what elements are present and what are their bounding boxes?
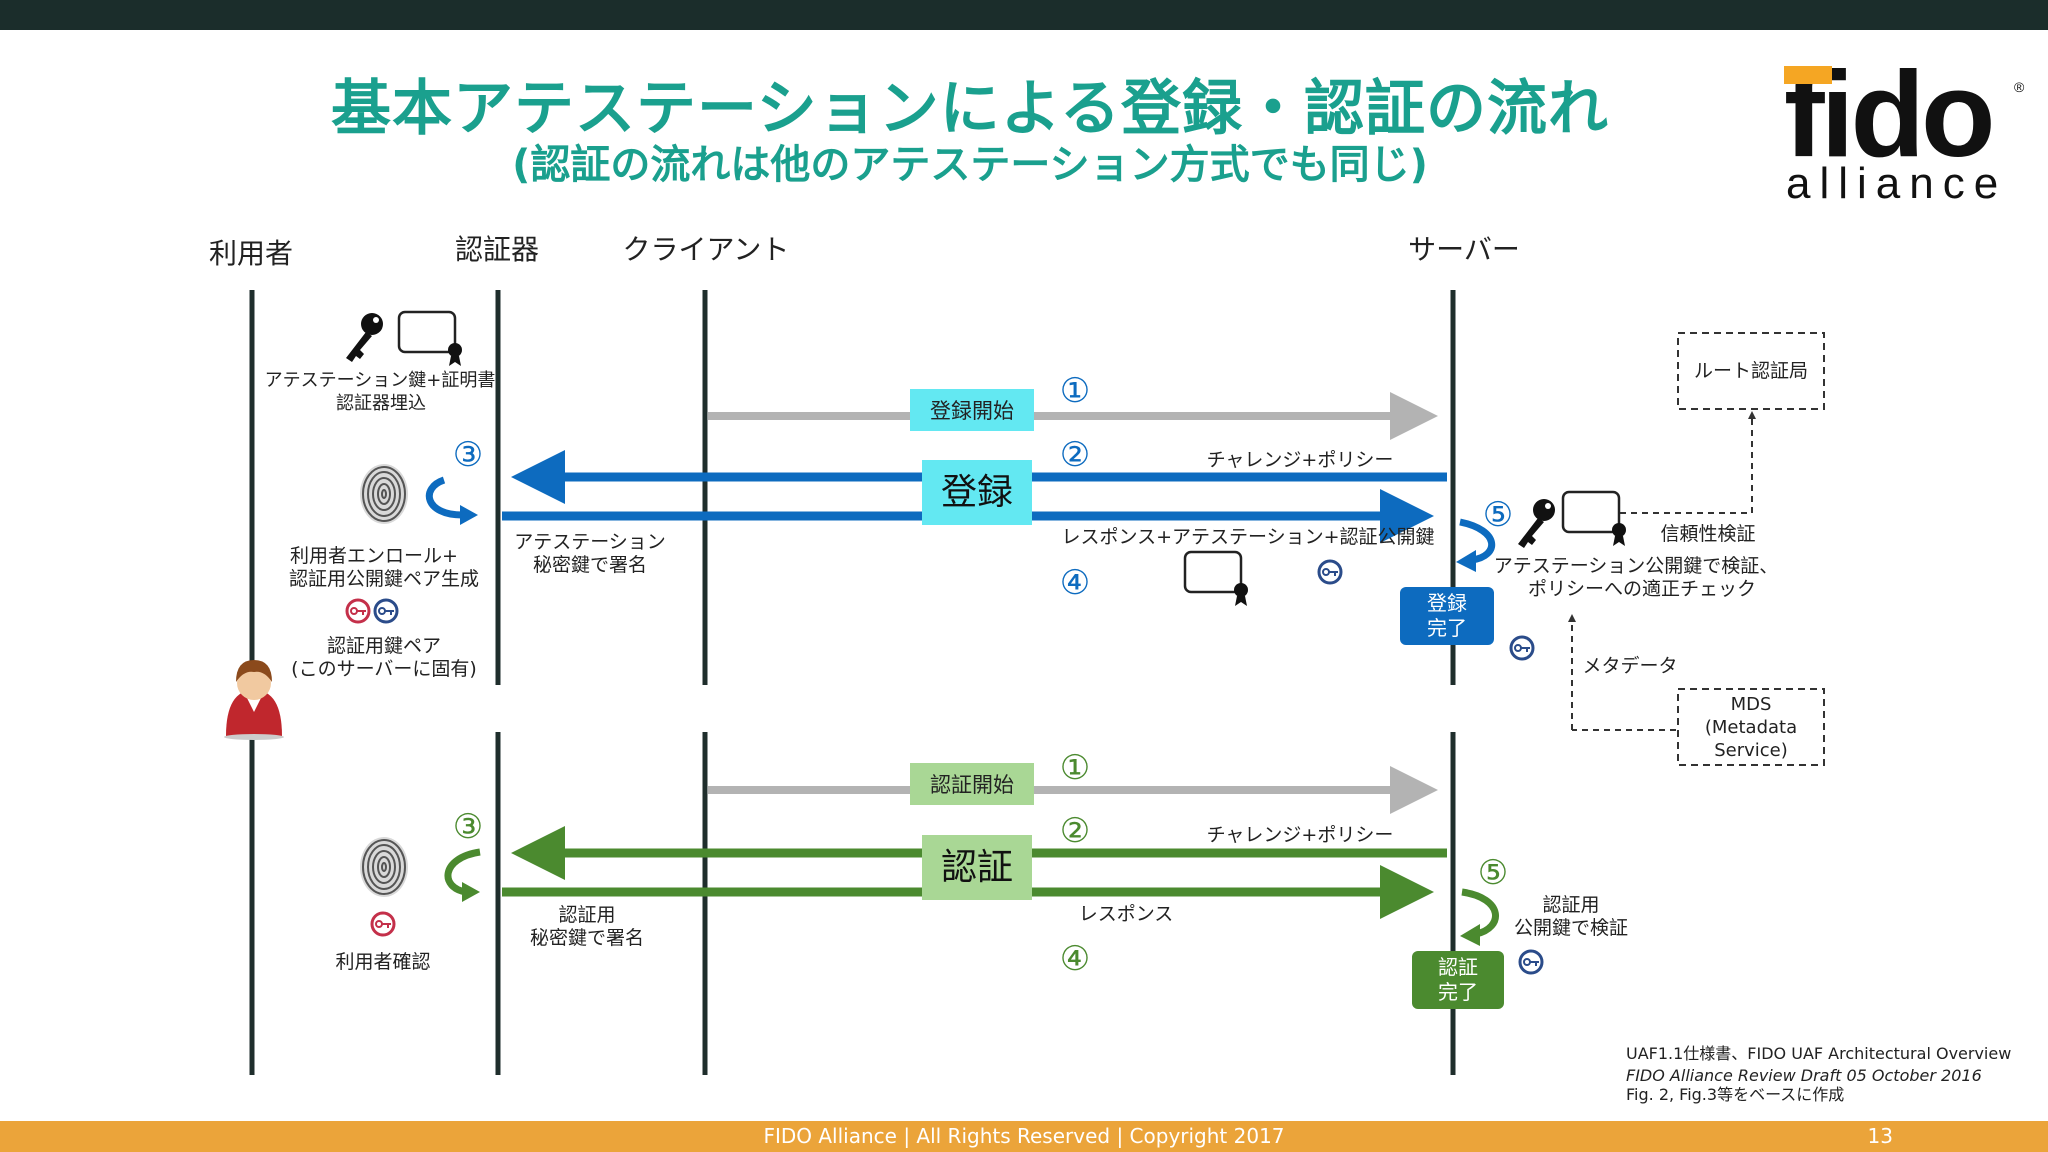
footer-text: FIDO Alliance | All Rights Reserved | Co…: [763, 1124, 1285, 1148]
private-key-icon: [370, 911, 396, 937]
svg-text:alliance: alliance: [1786, 159, 2007, 202]
auth-verify-label-1: 認証用: [1542, 894, 1599, 916]
enroll-label-2: 認証用公開鍵ペア生成: [289, 568, 479, 590]
auth-challenge-label: チャレンジ+ポリシー: [1207, 824, 1394, 846]
reg-challenge-label: チャレンジ+ポリシー: [1207, 449, 1394, 471]
public-key-icon: [1317, 559, 1343, 585]
reg-start-label: 登録開始: [930, 399, 1014, 423]
reg-start-box: [910, 389, 1034, 431]
auth-loop-arrow-auth: [444, 848, 481, 896]
auth-start-label: 認証開始: [930, 773, 1014, 797]
auth-step-2: ②: [1060, 811, 1090, 851]
metadata-label: メタデータ: [1582, 655, 1677, 677]
reg-step-3: ③: [453, 435, 483, 475]
auth-done-badge: [1412, 951, 1504, 1009]
response-certificate-icon: [1183, 550, 1250, 608]
authentication-box: [922, 835, 1032, 900]
reg-step-2: ②: [1060, 435, 1090, 475]
public-key-icon: [1509, 635, 1535, 661]
auth-loop-arrow-server: [1461, 888, 1499, 938]
private-key-icon: [345, 598, 371, 624]
root-ca-label: ルート認証局: [1694, 360, 1808, 382]
root-ca-box: [1677, 332, 1825, 410]
mds-box: [1677, 688, 1825, 766]
fingerprint-icon: [359, 463, 409, 525]
reg-loop-arrow-auth: [425, 476, 463, 519]
auth-done-label-2: 完了: [1438, 980, 1478, 1004]
auth-start-box: [910, 763, 1034, 805]
registration-label: 登録: [941, 472, 1013, 513]
reg-done-badge: [1400, 587, 1494, 645]
footer-bar: FIDO Alliance | All Rights Reserved | Co…: [0, 1121, 2048, 1152]
auth-done-label-1: 認証: [1438, 955, 1478, 979]
note-line-1: UAF1.1仕様書、FIDO UAF Architectural Overvie…: [1626, 1044, 2011, 1063]
verify-label-2: ポリシーへの適正チェック: [1528, 578, 1756, 600]
certificate-icon: [1561, 490, 1628, 548]
embedded-label: 認証器埋込: [336, 393, 426, 414]
actor-server: サーバー: [1408, 233, 1520, 266]
reg-sign-label-2: 秘密鍵で署名: [533, 554, 647, 576]
auth-step-1: ①: [1060, 748, 1090, 788]
user-avatar-icon: [224, 660, 284, 740]
reg-done-label-1: 登録: [1427, 591, 1467, 615]
auth-sign-label-2: 秘密鍵で署名: [530, 927, 644, 949]
auth-sign-label-1: 認証用: [558, 904, 615, 926]
actor-user: 利用者: [209, 237, 293, 270]
actor-client: クライアント: [623, 233, 790, 266]
fingerprint-icon: [359, 836, 409, 898]
reg-step-4: ④: [1060, 563, 1090, 603]
auth-step-5: ⑤: [1478, 853, 1508, 893]
registration-box: [922, 460, 1032, 525]
auth-step-3: ③: [453, 807, 483, 847]
actor-authenticator: 認証器: [455, 233, 539, 266]
trust-label: 信頼性検証: [1660, 523, 1755, 545]
keypair-label-1: 認証用鍵ペア: [327, 635, 441, 657]
top-bar: [0, 0, 2048, 30]
auth-step-4: ④: [1060, 939, 1090, 979]
confirm-label: 利用者確認: [335, 951, 430, 973]
key-icon: [1518, 499, 1555, 548]
reg-response-label: レスポンス+アテステーション+認証公開鍵: [1061, 526, 1434, 548]
enroll-label-1: 利用者エンロール+: [290, 545, 458, 567]
public-key-icon: [1518, 949, 1544, 975]
authentication-label: 認証: [941, 847, 1013, 888]
reg-loop-arrow-server: [1459, 518, 1495, 564]
page-title: 基本アテステーションによる登録・認証の流れ: [331, 74, 1609, 144]
mds-label-2: (Metadata: [1705, 717, 1797, 738]
mds-label-1: MDS: [1731, 694, 1772, 715]
page-subtitle: (認証の流れは他のアテステーション方式でも同じ): [512, 142, 1428, 188]
verify-label-1: アテステーション公開鍵で検証、: [1494, 555, 1779, 577]
key-icon: [346, 313, 383, 362]
reg-step-5: ⑤: [1483, 495, 1513, 535]
page-number: 13: [1867, 1124, 1893, 1148]
note-line-2: FIDO Alliance Review Draft 05 October 20…: [1626, 1066, 1982, 1085]
certificate-icon: [397, 310, 464, 368]
public-key-icon: [373, 598, 399, 624]
reg-done-label-2: 完了: [1427, 616, 1467, 640]
reg-step-1: ①: [1060, 371, 1090, 411]
note-line-3: Fig. 2, Fig.3等をベースに作成: [1626, 1085, 1844, 1104]
auth-response-label: レスポンス: [1079, 903, 1174, 925]
attestation-key-label: アテステーション鍵+証明書: [265, 370, 496, 391]
reg-sign-label-1: アテステーション: [514, 531, 666, 553]
fido-alliance-logo: fido ® alliance: [1784, 52, 2025, 202]
auth-verify-label-2: 公開鍵で検証: [1514, 917, 1628, 939]
keypair-label-2: (このサーバーに固有): [291, 658, 477, 680]
svg-text:®: ®: [2014, 79, 2025, 95]
mds-label-3: Service): [1714, 740, 1788, 761]
